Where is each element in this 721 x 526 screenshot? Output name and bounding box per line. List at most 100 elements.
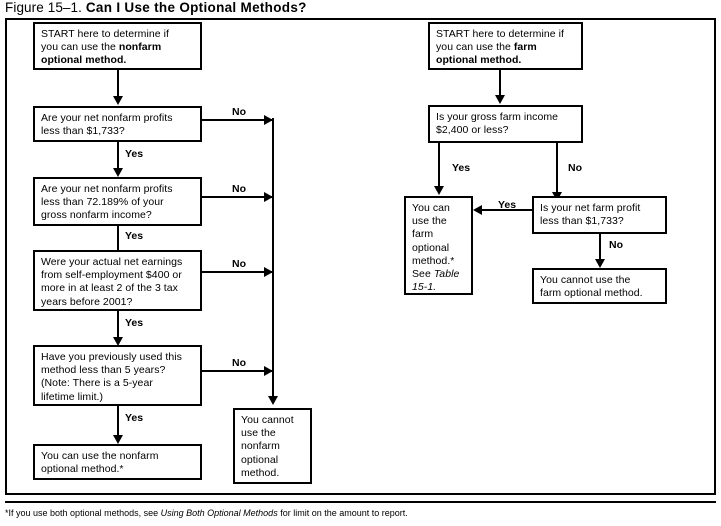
edge-nonfarm-q3-no [202, 271, 274, 273]
arrowhead-farm-start-to-q1 [495, 95, 505, 104]
nonfarm-no-result-line3: nonfarm [241, 440, 280, 453]
edge-nonfarm-q1-no [202, 119, 274, 121]
farm-yes-result-line5: method.* [412, 254, 455, 267]
arrowhead-nonfarm-q2-no [264, 192, 273, 202]
nonfarm-no-result-line1: You cannot [241, 414, 294, 426]
arrowhead-nonfarm-q4-no [264, 366, 273, 376]
nonfarm-no-result-line2: use the [241, 427, 276, 440]
farm-yes-result-line3: farm [412, 228, 434, 241]
node-nonfarm-q3: Were your actual net earnings from self-… [33, 250, 202, 311]
arrowhead-nonfarm-no-collector [268, 396, 278, 405]
farm-yes-result-line6-plain: See [412, 268, 434, 281]
figure-number: Figure 15–1. [5, 0, 82, 15]
farm-no-result-line1: You cannot use the [540, 274, 631, 286]
nonfarm-q3-line3: more in at least 2 of the 3 tax [41, 282, 178, 295]
nonfarm-q3-line4: years before 2001? [41, 295, 133, 308]
farm-yes-result-line6-italic: Table [433, 268, 460, 281]
label-nonfarm-q1-yes: Yes [125, 148, 144, 160]
arrowhead-nonfarm-q4-yes [113, 435, 123, 444]
farm-start-line2-bold: farm [513, 41, 537, 54]
edge-nonfarm-no-collector [272, 118, 274, 396]
nonfarm-q3-line2: from self-employment $400 or [41, 269, 182, 282]
edge-nonfarm-start-to-q1 [117, 70, 119, 98]
nonfarm-q4-line4: lifetime limit.) [41, 390, 104, 403]
label-farm-q2-no: No [609, 239, 623, 251]
node-farm-start: START here to determine if you can use t… [428, 22, 583, 70]
nonfarm-q2-line1: Are your net nonfarm profits [41, 183, 173, 195]
arrowhead-farm-q1-yes [434, 186, 444, 195]
arrowhead-nonfarm-q3-no [264, 267, 273, 277]
node-nonfarm-yes-result: You can use the nonfarm optional method.… [33, 444, 202, 480]
footnote-divider [5, 501, 716, 503]
footnote-marker: * [5, 508, 9, 518]
nonfarm-q2-line3: gross nonfarm income? [41, 209, 152, 222]
edge-farm-q1-yes [438, 143, 440, 187]
farm-q1-line1: Is your gross farm income [436, 111, 559, 123]
farm-q1-line2: $2,400 or less? [436, 124, 509, 137]
edge-farm-q2-yes [482, 209, 532, 211]
nonfarm-q3-line1: Were your actual net earnings [41, 256, 183, 268]
node-farm-yes-result: You can use the farm optional method.* S… [404, 196, 473, 295]
footnote-text-after: for limit on the amount to report. [277, 508, 408, 518]
label-nonfarm-q4-yes: Yes [125, 412, 144, 424]
page-title: Figure 15–1. Can I Use the Optional Meth… [5, 0, 307, 16]
node-farm-no-result: You cannot use the farm optional method. [532, 268, 667, 304]
edge-farm-start-to-q1 [499, 70, 501, 97]
label-nonfarm-q3-no: No [232, 258, 246, 270]
edge-farm-q2-no [599, 234, 601, 261]
nonfarm-start-line1: START here to determine if [41, 28, 169, 40]
node-nonfarm-q2: Are your net nonfarm profits less than 7… [33, 177, 202, 226]
label-nonfarm-q2-no: No [232, 183, 246, 195]
nonfarm-q4-line1: Have you previously used this [41, 351, 182, 363]
edge-nonfarm-q2-yes [117, 226, 119, 252]
arrowhead-nonfarm-start-to-q1 [113, 96, 123, 105]
nonfarm-start-line2-plain: you can use the [41, 41, 119, 54]
figure-question: Can I Use the Optional Methods? [85, 0, 307, 15]
label-farm-q2-yes: Yes [498, 199, 517, 211]
footnote-italic-title: Using Both Optional Methods [160, 508, 278, 518]
edge-nonfarm-q2-no [202, 196, 274, 198]
farm-yes-result-line7: 15-1. [412, 281, 437, 294]
label-farm-q1-no: No [568, 162, 582, 174]
nonfarm-q2-line2: less than 72.189% of your [41, 196, 164, 209]
farm-start-line3: optional method. [436, 54, 522, 67]
edge-nonfarm-q1-yes [117, 142, 119, 170]
farm-q2-line2: less than $1,733? [540, 215, 624, 228]
arrowhead-nonfarm-q1-yes [113, 168, 123, 177]
node-farm-q1: Is your gross farm income $2,400 or less… [428, 105, 583, 143]
arrowhead-farm-q2-no [595, 259, 605, 268]
edge-farm-q1-no [556, 143, 558, 193]
node-nonfarm-start: START here to determine if you can use t… [33, 22, 202, 70]
edge-nonfarm-q4-no [202, 370, 274, 372]
node-nonfarm-no-result: You cannot use the nonfarm optional meth… [233, 408, 312, 484]
nonfarm-start-line3: optional method. [41, 54, 127, 67]
farm-start-line1: START here to determine if [436, 28, 564, 40]
nonfarm-no-result-line4: optional [241, 453, 279, 466]
farm-q2-line1: Is your net farm profit [540, 202, 641, 214]
farm-yes-result-line1: You can [412, 202, 450, 214]
nonfarm-yes-result-line2: optional method.* [41, 463, 124, 476]
label-farm-q1-yes: Yes [452, 162, 471, 174]
farm-yes-result-line2: use the [412, 215, 447, 228]
label-nonfarm-q4-no: No [232, 357, 246, 369]
node-nonfarm-q4: Have you previously used this method les… [33, 345, 202, 406]
nonfarm-q1-line2: less than $1,733? [41, 125, 125, 138]
arrowhead-nonfarm-q1-no [264, 115, 273, 125]
edge-nonfarm-q4-yes [117, 406, 119, 437]
nonfarm-no-result-line5: method. [241, 466, 280, 479]
farm-start-line2-plain: you can use the [436, 41, 514, 54]
label-nonfarm-q2-yes: Yes [125, 230, 144, 242]
nonfarm-yes-result-line1: You can use the nonfarm [41, 450, 159, 462]
footnote: *If you use both optional methods, see U… [5, 508, 717, 519]
footnote-text-before: If you use both optional methods, see [8, 508, 161, 518]
node-farm-q2: Is your net farm profit less than $1,733… [532, 196, 667, 234]
arrowhead-nonfarm-q3-yes [113, 337, 123, 346]
label-nonfarm-q3-yes: Yes [125, 317, 144, 329]
farm-no-result-line2: farm optional method. [540, 287, 643, 300]
edge-nonfarm-q3-yes [117, 311, 119, 339]
nonfarm-q4-line2: method less than 5 years? [41, 364, 166, 377]
farm-yes-result-line4: optional [412, 241, 450, 254]
arrowhead-farm-q2-yes [473, 205, 482, 215]
node-nonfarm-q1: Are your net nonfarm profits less than $… [33, 106, 202, 142]
nonfarm-start-line2-bold: nonfarm [118, 41, 162, 54]
